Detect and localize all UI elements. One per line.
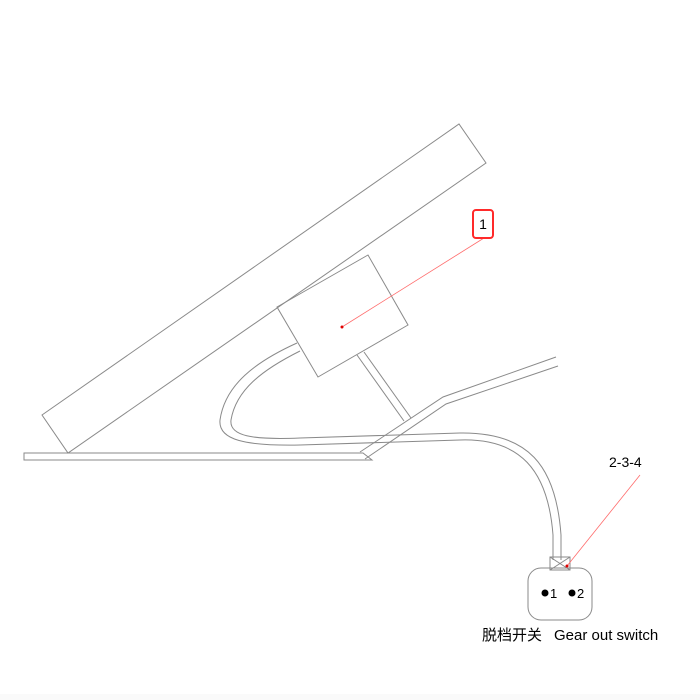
support-strut-b: [363, 351, 412, 419]
support-strut-a: [356, 354, 405, 422]
pin-2-dot: [568, 589, 576, 597]
pin-2-label: 2: [577, 586, 585, 601]
callout-2-3-4: 2-3-4: [609, 454, 642, 470]
leader-dot-1: [340, 325, 344, 329]
leader-dot-234: [565, 564, 569, 568]
switch-housing: [276, 254, 409, 378]
pin-1-label: 1: [550, 586, 558, 601]
leader-line-234: [566, 474, 641, 567]
caption-english: Gear out switch: [554, 627, 659, 644]
bracket-rail-lower: [364, 365, 559, 460]
bracket-rail-upper: [359, 356, 557, 453]
floor-plate: [23, 452, 374, 461]
bottom-edge: [0, 694, 700, 700]
connector-header: [549, 556, 571, 571]
cable-outer: [219, 342, 554, 560]
component-caption: 脱档开关 Gear out switch: [482, 624, 658, 645]
caption-chinese: 脱档开关: [482, 627, 543, 644]
pin-1-dot: [541, 589, 549, 597]
leader-line-1: [341, 237, 485, 328]
connector-body: [527, 567, 593, 621]
cable-inner: [230, 350, 562, 560]
callout-1-label: 1: [479, 216, 487, 232]
callout-1: 1: [472, 209, 494, 239]
pedal-board: [41, 123, 487, 454]
